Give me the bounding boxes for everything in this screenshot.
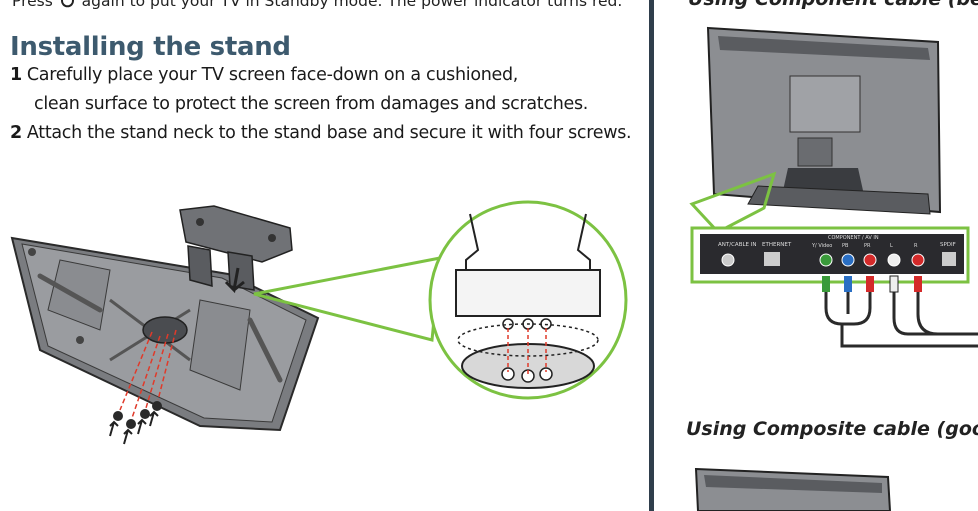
jack-label-video: Y/ Video — [811, 243, 832, 249]
stand-installation-illustration — [10, 200, 628, 445]
standby-text-before: Press — [12, 0, 53, 10]
composite-cable-heading: Using Composite cable (good) — [686, 418, 978, 440]
jack-label-pb: PB — [842, 243, 849, 249]
column-divider — [649, 0, 654, 511]
step-text: Carefully place your TV screen face-down… — [26, 65, 519, 85]
magnified-detail — [428, 200, 628, 400]
ethernet-label: ETHERNET — [762, 242, 792, 248]
step-number: 2 — [10, 123, 22, 143]
callout-connector — [689, 171, 777, 234]
right-column: Using Component cable (better) ANT/CABLE… — [658, 0, 978, 511]
tv-rear-view — [706, 26, 942, 215]
spdif-label: SPDIF — [940, 242, 956, 248]
jack-label-r: R — [914, 243, 918, 249]
connector-panel: ANT/CABLE IN ETHERNET COMPONENT / AV IN … — [690, 226, 970, 284]
down-arrow-icon — [224, 267, 245, 294]
stand-mount-area — [142, 316, 188, 344]
antenna-label: ANT/CABLE IN — [718, 242, 757, 248]
power-icon — [60, 0, 75, 12]
tv-rear-view-composite — [694, 467, 892, 511]
standby-instruction: Press again to put your TV in Standby mo… — [12, 0, 622, 12]
component-label: COMPONENT / AV IN — [828, 235, 879, 241]
step-number: 1 — [10, 65, 22, 85]
left-column: Press again to put your TV in Standby mo… — [10, 0, 632, 445]
component-cables — [822, 275, 978, 348]
up-arrow-icons — [109, 410, 159, 445]
component-cable-heading: Using Component cable (better) — [688, 0, 978, 10]
step-text: Attach the stand neck to the stand base … — [26, 123, 632, 143]
tv-rear-connection-illustration: ANT/CABLE IN ETHERNET COMPONENT / AV IN … — [689, 26, 978, 348]
jack-label-pr: PR — [864, 243, 871, 249]
step-1-continued: clean surface to protect the screen from… — [34, 94, 589, 114]
screws — [113, 401, 162, 429]
screw-guide-lines — [119, 329, 177, 419]
jack-label-l: L — [890, 243, 893, 249]
standby-text-after: again to put your TV in Standby mode. Th… — [81, 0, 623, 10]
section-title: Installing the stand — [10, 32, 291, 62]
